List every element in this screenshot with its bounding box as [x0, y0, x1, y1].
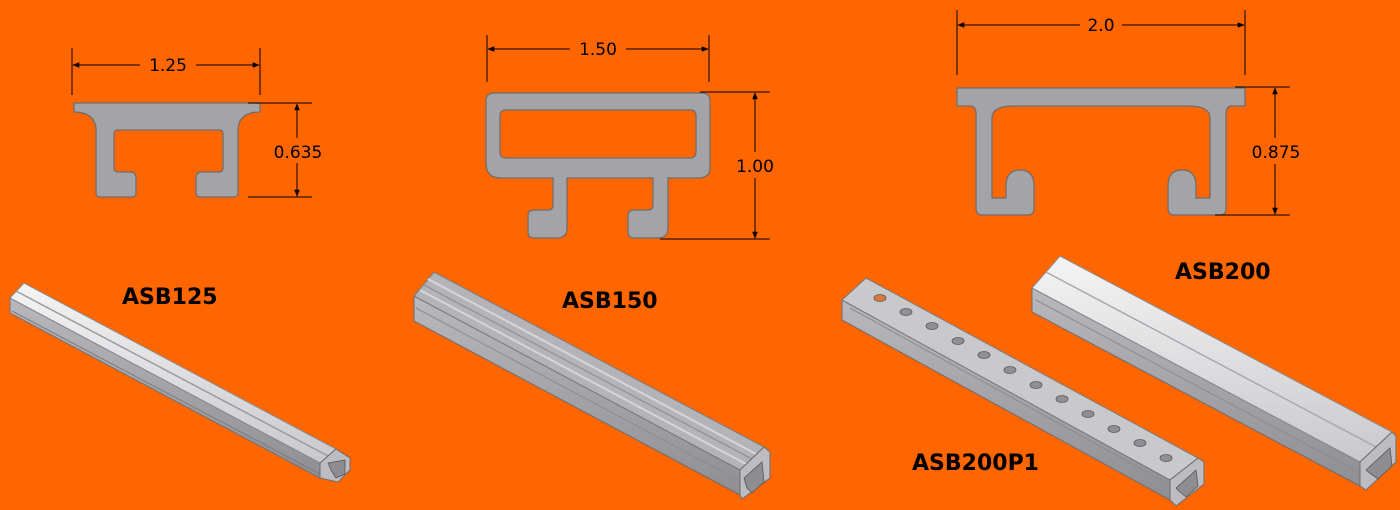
dim-height-asb150: 1.00 — [736, 157, 774, 177]
dim-width-asb150: 1.50 — [579, 40, 617, 60]
profile-asb200-shape — [956, 87, 1246, 216]
profile-asb150: 1.50 1.00 — [485, 35, 774, 240]
mounting-holes — [873, 294, 1173, 462]
rail-asb125 — [9, 282, 351, 483]
profile-asb125-shape — [73, 102, 261, 198]
label-asb125: ASB125 — [122, 285, 218, 310]
rail-asb200p1 — [841, 277, 1205, 507]
mounting-hole — [977, 351, 991, 359]
dim-width-asb125: 1.25 — [149, 56, 187, 76]
mounting-hole — [1055, 395, 1069, 403]
mounting-hole — [1133, 439, 1147, 447]
mounting-hole — [1081, 410, 1095, 418]
mounting-hole — [1159, 454, 1173, 462]
mounting-hole — [899, 308, 913, 316]
rail-asb150 — [413, 271, 771, 500]
mounting-hole — [951, 337, 965, 345]
label-asb200: ASB200 — [1175, 260, 1271, 285]
mounting-hole — [925, 322, 939, 330]
dim-height-asb125: 0.635 — [274, 143, 323, 163]
mounting-hole — [1029, 381, 1043, 389]
profile-asb200: 2.0 0.875 — [956, 10, 1301, 216]
label-asb200p1: ASB200P1 — [912, 451, 1039, 476]
rail-asb200 — [1031, 255, 1397, 491]
mounting-hole — [1003, 366, 1017, 374]
dim-height-asb200: 0.875 — [1252, 143, 1301, 163]
label-asb150: ASB150 — [562, 289, 658, 314]
dim-width-asb200: 2.0 — [1087, 16, 1114, 36]
mounting-hole — [873, 294, 887, 302]
mounting-hole — [1107, 425, 1121, 433]
profile-asb125: 1.25 0.635 — [71, 48, 323, 198]
profile-asb150-shape — [485, 92, 711, 239]
